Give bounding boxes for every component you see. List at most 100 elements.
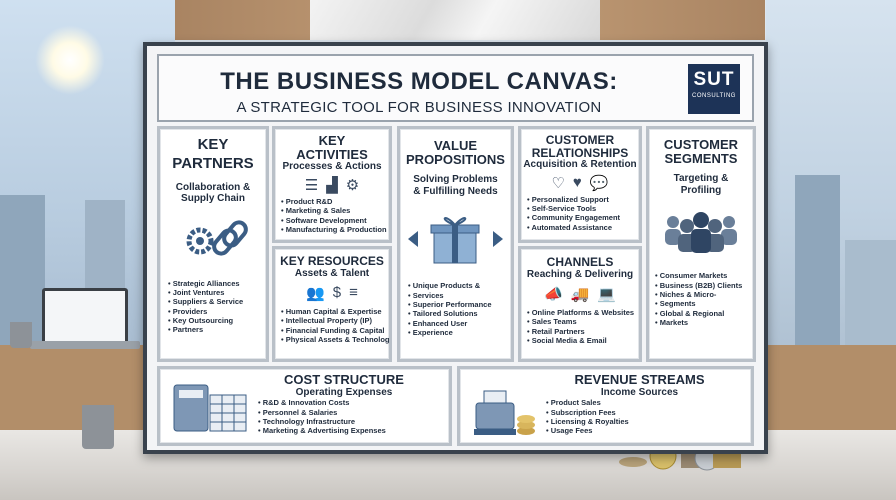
list-item: Providers xyxy=(168,307,266,316)
key-partners-subtitle: Collaboration & Supply Chain xyxy=(175,181,251,205)
key-partners-list: Strategic Alliances Joint Ventures Suppl… xyxy=(160,279,266,335)
customer-segments-subtitle-2: Profiling xyxy=(680,184,722,196)
relationships-icons: ♡ ♥ 💬 xyxy=(521,174,639,192)
laptop-base xyxy=(30,341,140,349)
revenue-streams-block: REVENUE STREAMS Income Sources Product S… xyxy=(457,366,754,446)
heart-icon: ♡ xyxy=(551,174,565,192)
handshake-heart-icon: ♥ xyxy=(572,173,582,191)
value-propositions-list: Unique Products & Services Superior Perf… xyxy=(400,281,511,337)
calculator-spreadsheet-icon xyxy=(173,384,247,432)
list-item: Suppliers & Service xyxy=(168,297,266,306)
list-item: Technology Infrastructure xyxy=(258,417,444,426)
business-model-canvas-board: THE BUSINESS MODEL CANVAS: A STRATEGIC T… xyxy=(143,42,768,454)
channels-title: CHANNELS xyxy=(546,255,614,269)
sut-consulting-logo: SUT CONSULTING xyxy=(688,64,740,114)
page-subtitle: A STRATEGIC TOOL FOR BUSINESS INNOVATION xyxy=(236,99,602,116)
logo-subtext: CONSULTING xyxy=(692,93,736,99)
list-item: Community Engagement xyxy=(527,213,639,222)
truck-icon: 🚚 xyxy=(570,286,590,304)
list-item: Superior Performance xyxy=(408,300,511,309)
channels-icons: 📣 🚚 💻 xyxy=(521,285,639,303)
logo-text: SUT xyxy=(693,69,735,90)
key-partners-title-2: PARTNERS xyxy=(172,154,254,172)
key-activities-list: Product R&D Marketing & Sales Software D… xyxy=(275,197,389,235)
resources-icons: 👥 $ ≡ xyxy=(275,284,389,302)
list-item: Key Outsourcing xyxy=(168,316,266,325)
list-item: Product R&D xyxy=(281,197,389,206)
list-item: Licensing & Royalties xyxy=(546,417,747,426)
skyscraper xyxy=(795,175,840,345)
customer-segments-title-2: SEGMENTS xyxy=(664,150,738,166)
value-propositions-block: VALUE PROPOSITIONS Solving Problems & Fu… xyxy=(397,126,514,362)
key-activities-title-2: ACTIVITIES xyxy=(296,146,368,162)
laptop-icon: 💻 xyxy=(597,286,617,304)
database-icon: ≡ xyxy=(349,284,358,302)
list-item: Software Development xyxy=(281,216,389,225)
money-bag-icon: $ xyxy=(332,284,342,302)
gift-box-icon xyxy=(408,217,503,264)
list-item: Sales Teams xyxy=(527,317,639,326)
checklist-icon: ☰ xyxy=(304,176,319,194)
list-item: Unique Products & xyxy=(408,281,511,290)
list-item: Online Platforms & Websites xyxy=(527,308,639,317)
gear-chain-icon xyxy=(186,219,248,256)
pen-cup xyxy=(82,405,114,449)
coin xyxy=(619,457,647,467)
list-item: Human Capital & Expertise xyxy=(281,307,389,316)
wood-cabinet-right xyxy=(766,345,896,430)
list-item: Tailored Solutions xyxy=(408,309,511,318)
list-item: Personalized Support xyxy=(527,195,639,204)
list-item: Global & Regional xyxy=(655,309,753,318)
list-item: Self-Service Tools xyxy=(527,204,639,213)
channels-subtitle: Reaching & Delivering xyxy=(526,268,634,280)
wood-cabinet-left xyxy=(0,345,150,430)
list-item: Partners xyxy=(168,325,266,334)
list-item: Intellectual Property (IP) xyxy=(281,316,389,325)
cost-structure-block: COST STRUCTURE Operating Expenses R&D & … xyxy=(157,366,452,446)
sun-glare xyxy=(35,25,105,95)
customer-relationships-subtitle: Acquisition & Retention xyxy=(523,159,637,171)
list-item: Marketing & Sales xyxy=(281,206,389,215)
key-activities-title-1: KEY xyxy=(318,133,346,148)
page-title: THE BUSINESS MODEL CANVAS: xyxy=(220,68,618,95)
list-item: R&D & Innovation Costs xyxy=(258,398,444,407)
customer-segments-title-1: CUSTOMER xyxy=(663,137,739,152)
key-resources-list: Human Capital & Expertise Intellectual P… xyxy=(275,307,389,345)
chat-bubble-icon: 💬 xyxy=(589,174,609,192)
value-propositions-subtitle-2: & Fulfilling Needs xyxy=(413,185,498,197)
list-item: Subscription Fees xyxy=(546,408,747,417)
list-item: Segments xyxy=(655,299,753,308)
list-item: Services xyxy=(408,291,511,300)
customer-segments-block: CUSTOMER SEGMENTS Targeting & Profiling … xyxy=(646,126,756,362)
list-item: Strategic Alliances xyxy=(168,279,266,288)
key-resources-block: KEY RESOURCES Assets & Talent 👥 $ ≡ Huma… xyxy=(272,246,392,362)
list-item: Niches & Micro- xyxy=(655,290,753,299)
key-activities-block: KEY ACTIVITIES Processes & Actions ☰ ▟ ⚙… xyxy=(272,126,392,243)
key-activities-subtitle: Processes & Actions xyxy=(282,161,382,173)
customer-group-icon xyxy=(665,212,737,254)
cash-register-coins-icon xyxy=(474,390,535,435)
skyscraper xyxy=(0,195,45,345)
activities-icons: ☰ ▟ ⚙ xyxy=(275,176,389,194)
customer-relationships-block: CUSTOMER RELATIONSHIPS Acquisition & Ret… xyxy=(518,126,642,243)
customer-segments-subtitle-1: Targeting & xyxy=(673,173,729,185)
revenue-streams-list: Product Sales Subscription Fees Licensin… xyxy=(532,398,747,436)
customer-relationships-title-2: RELATIONSHIPS xyxy=(531,145,629,160)
list-item: Physical Assets & Technology xyxy=(281,335,389,344)
megaphone-icon: 📣 xyxy=(543,286,563,304)
gear-icon: ⚙ xyxy=(345,176,360,194)
list-item: Markets xyxy=(655,318,753,327)
laptop xyxy=(42,288,128,344)
customer-relationships-title-1: CUSTOMER xyxy=(545,133,615,147)
skyscraper xyxy=(845,240,896,345)
chart-icon: ▟ xyxy=(326,176,338,194)
coin-stack xyxy=(713,450,741,468)
customer-relationships-list: Personalized Support Self-Service Tools … xyxy=(521,195,639,233)
key-resources-subtitle: Assets & Talent xyxy=(294,267,370,279)
list-item: Usage Fees xyxy=(546,426,747,435)
customer-segments-list: Consumer Markets Business (B2B) Clients … xyxy=(649,271,753,327)
channels-block: CHANNELS Reaching & Delivering 📣 🚚 💻 Onl… xyxy=(518,246,642,362)
channels-list: Online Platforms & Websites Sales Teams … xyxy=(521,308,639,346)
list-item: Automated Assistance xyxy=(527,223,639,232)
list-item: Product Sales xyxy=(546,398,747,407)
